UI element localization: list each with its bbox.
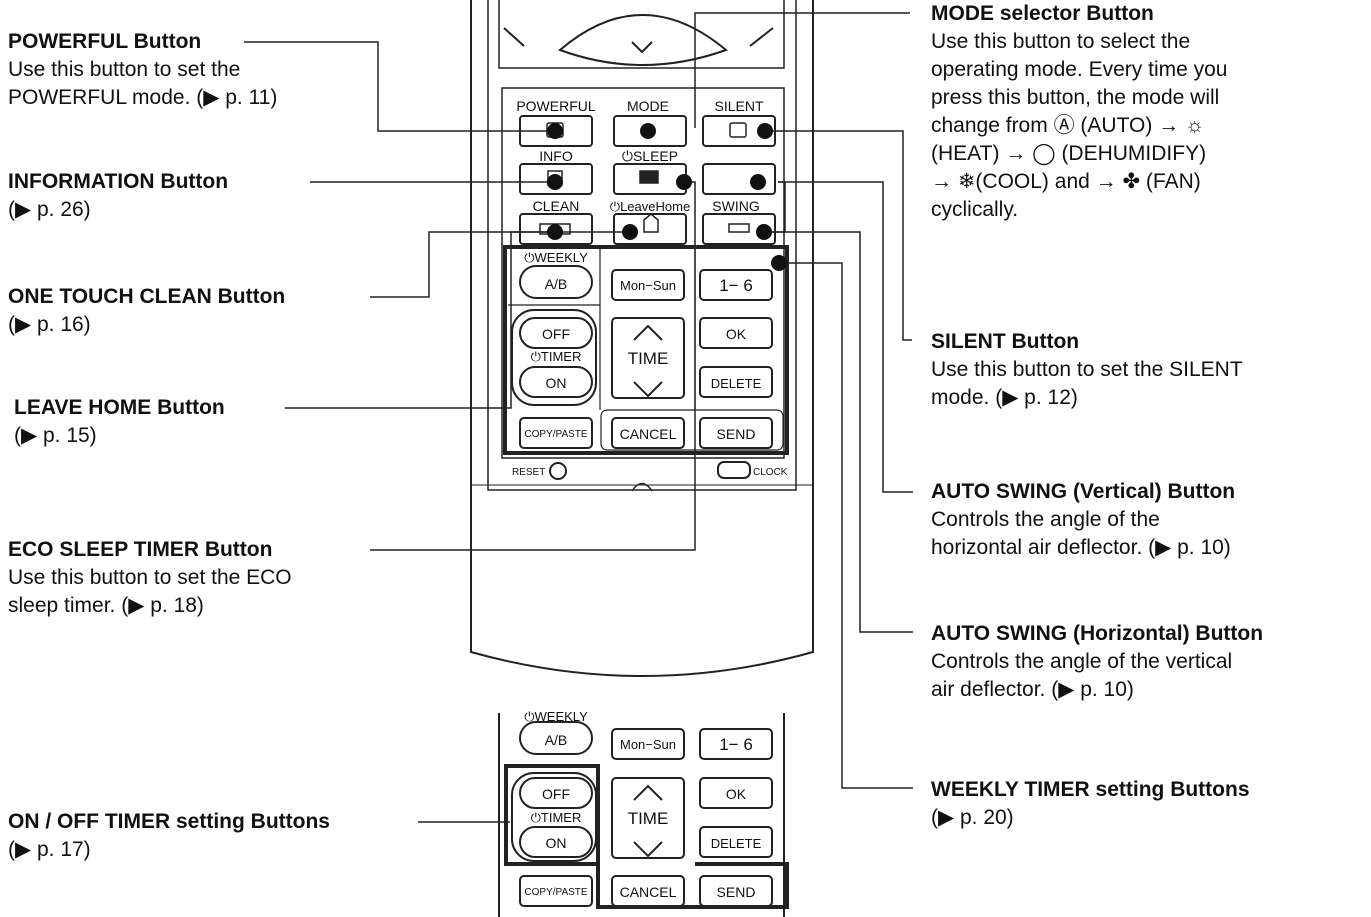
callout-mode-desc: Use this button to select the operating …	[931, 30, 1228, 221]
label-time: TIME	[628, 349, 669, 368]
label-silent: SILENT	[714, 98, 763, 114]
callout-silent-title: SILENT Button	[931, 330, 1080, 353]
callout-swing-vertical-title: AUTO SWING (Vertical) Button	[931, 480, 1236, 503]
callout-swing-vertical-desc: Controls the angle of the horizontal air…	[931, 508, 1231, 559]
callout-information-title: INFORMATION Button	[8, 170, 229, 193]
lower-label-mon-sun: Mon−Sun	[620, 737, 676, 752]
label-ab: A/B	[545, 276, 568, 292]
callout-powerful-desc: Use this button to set the POWERFUL mode…	[8, 58, 278, 109]
callout-information-desc: (▶ p. 26)	[8, 198, 91, 221]
callout-swing-horizontal-title: AUTO SWING (Horizontal) Button	[931, 622, 1264, 645]
callout-information: INFORMATION Button (▶ p. 26)	[8, 168, 228, 224]
label-one-six: 1− 6	[719, 276, 753, 295]
label-cancel: CANCEL	[620, 426, 677, 442]
lower-label-send: SEND	[717, 884, 756, 900]
label-info: INFO	[539, 148, 573, 164]
label-swing: SWING	[712, 198, 759, 214]
lower-label-one-six: 1− 6	[719, 735, 753, 754]
callout-eco-sleep: ECO SLEEP TIMER Button Use this button t…	[8, 536, 292, 620]
callout-powerful-title: POWERFUL Button	[8, 30, 202, 53]
callout-silent-desc: Use this button to set the SILENT mode. …	[931, 358, 1243, 409]
upper-labels: POWERFUL MODE SILENT INFO ⏻SLEEP CLEAN ⏻…	[512, 98, 788, 478]
label-send: SEND	[717, 426, 756, 442]
callout-leave-home-title: LEAVE HOME Button	[14, 396, 225, 419]
callout-dots	[547, 123, 787, 271]
callout-mode: MODE selector Button Use this button to …	[931, 0, 1227, 224]
label-off: OFF	[542, 326, 570, 342]
lower-label-delete: DELETE	[711, 836, 762, 851]
label-on: ON	[546, 375, 567, 391]
label-clock: CLOCK	[753, 467, 788, 478]
label-clean: CLEAN	[533, 198, 580, 214]
callout-swing-horizontal-desc: Controls the angle of the vertical air d…	[931, 650, 1233, 701]
callout-silent: SILENT Button Use this button to set the…	[931, 328, 1243, 412]
label-weekly: ⏻WEEKLY	[524, 250, 588, 265]
callout-leave-home-desc: (▶ p. 15)	[14, 424, 97, 447]
label-leave-home: ⏻LeaveHome	[610, 199, 690, 214]
callout-eco-sleep-title: ECO SLEEP TIMER Button	[8, 538, 273, 561]
callout-on-off-timer-title: ON / OFF TIMER setting Buttons	[8, 810, 330, 833]
lower-label-on: ON	[546, 835, 567, 851]
label-timer: ⏻TIMER	[531, 349, 582, 364]
lower-label-cancel: CANCEL	[620, 884, 677, 900]
callout-clean-title: ONE TOUCH CLEAN Button	[8, 285, 286, 308]
callout-eco-sleep-desc: Use this button to set the ECO sleep tim…	[8, 566, 292, 617]
callout-mode-title: MODE selector Button	[931, 2, 1154, 25]
label-ok: OK	[726, 326, 747, 342]
lower-label-timer: ⏻TIMER	[531, 810, 582, 825]
callout-weekly-desc: (▶ p. 20)	[931, 806, 1014, 829]
label-mode: MODE	[627, 98, 669, 114]
lower-labels: ⏻WEEKLY A/B Mon−Sun 1− 6 OFF ⏻TIMER ON T…	[524, 709, 761, 900]
label-powerful: POWERFUL	[516, 98, 596, 114]
lower-label-weekly: ⏻WEEKLY	[524, 709, 588, 724]
label-delete: DELETE	[711, 376, 762, 391]
label-reset: RESET	[512, 467, 545, 478]
callout-weekly-title: WEEKLY TIMER setting Buttons	[931, 778, 1250, 801]
callout-on-off-timer-desc: (▶ p. 17)	[8, 838, 91, 861]
upper-button-icons	[539, 122, 750, 235]
callout-clean: ONE TOUCH CLEAN Button (▶ p. 16)	[8, 283, 285, 339]
lower-label-ab: A/B	[545, 732, 568, 748]
lower-label-copy-paste: COPY/PASTE	[524, 887, 587, 898]
label-mon-sun: Mon−Sun	[620, 278, 676, 293]
label-sleep: ⏻SLEEP	[622, 148, 678, 164]
callout-leaders	[244, 12, 913, 823]
remote-lower	[498, 713, 789, 917]
label-copy-paste: COPY/PASTE	[524, 429, 587, 440]
callout-weekly: WEEKLY TIMER setting Buttons (▶ p. 20)	[931, 776, 1250, 832]
callout-swing-vertical: AUTO SWING (Vertical) Button Controls th…	[931, 478, 1235, 562]
callout-powerful: POWERFUL Button Use this button to set t…	[8, 28, 277, 112]
lower-label-off: OFF	[542, 786, 570, 802]
callout-clean-desc: (▶ p. 16)	[8, 313, 91, 336]
callout-on-off-timer: ON / OFF TIMER setting Buttons (▶ p. 17)	[8, 808, 330, 864]
lower-label-ok: OK	[726, 786, 747, 802]
lower-label-time: TIME	[628, 809, 669, 828]
callout-swing-horizontal: AUTO SWING (Horizontal) Button Controls …	[931, 620, 1263, 704]
callout-leave-home: LEAVE HOME Button (▶ p. 15)	[14, 394, 225, 450]
